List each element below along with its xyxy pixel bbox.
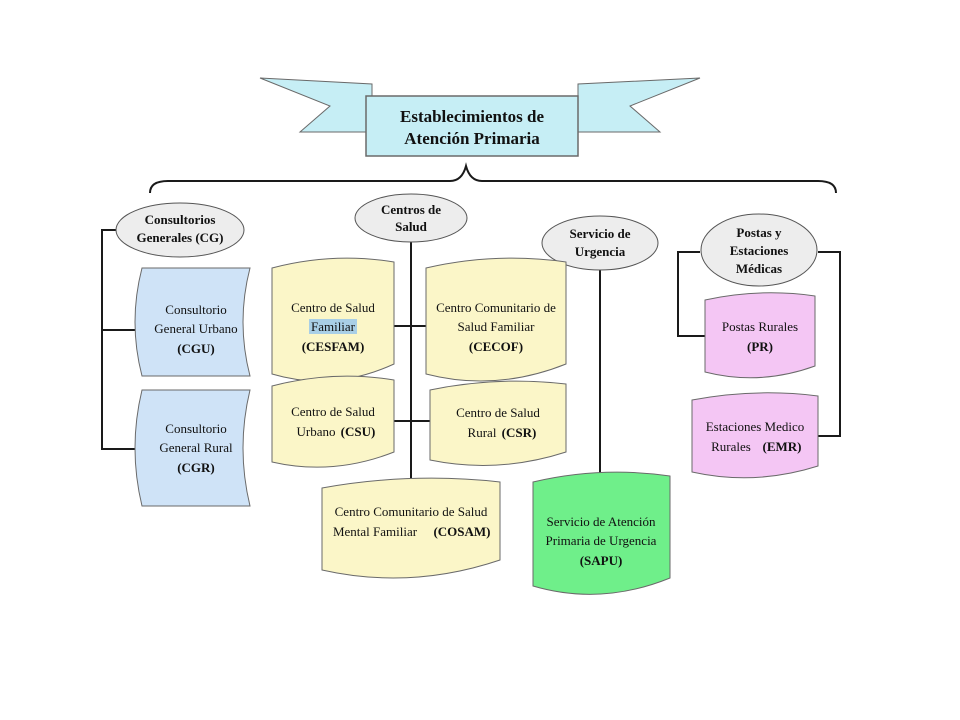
familiar-highlight [309, 319, 357, 334]
top-brace [149, 162, 837, 194]
box-emr-shape [691, 392, 819, 479]
box-cecof-line-2: Salud Familiar [458, 319, 536, 334]
box-csu-line-2: Urbano [297, 424, 336, 439]
box-cosam-abbr: (COSAM) [433, 524, 490, 539]
box-csr: Centro de Salud Rural (CSR) [429, 380, 567, 466]
category-postas-line-3: Médicas [736, 261, 782, 276]
box-pr: Postas Rurales (PR) [704, 292, 816, 379]
centros-connector [394, 240, 430, 490]
box-emr-abbr: (EMR) [763, 439, 802, 454]
box-cecof: Centro Comunitario de Salud Familiar (CE… [425, 257, 567, 382]
box-sapu-shape [532, 471, 671, 595]
category-centros-ellipse [354, 193, 468, 243]
banner-center-box [365, 95, 579, 157]
category-postas-ellipse [700, 213, 818, 287]
title-line-2: Atención Primaria [404, 129, 540, 148]
postas-connector [677, 251, 841, 437]
category-postas-line-1: Postas y [736, 225, 782, 240]
category-centros-line-2: Salud [395, 219, 428, 234]
box-sapu: Servicio de Atención Primaria de Urgenci… [532, 471, 671, 595]
category-postas-line-2: Estaciones [730, 243, 789, 258]
category-cg-ellipse [115, 202, 245, 258]
box-emr: Estaciones Medico Rurales (EMR) [691, 392, 819, 479]
title-banner: Establecimientos de Atención Primaria [259, 77, 701, 157]
box-pr-line-1: Postas Rurales [722, 319, 798, 334]
category-postas: Postas y Estaciones Médicas [700, 213, 818, 287]
banner-left-tail [259, 77, 373, 133]
box-cosam-shape [321, 477, 501, 579]
category-centros: Centros de Salud [354, 193, 468, 243]
box-cesfam-line-1: Centro de Salud [291, 300, 375, 315]
box-cecof-shape [425, 257, 567, 382]
category-cg: Consultorios Generales (CG) [115, 202, 245, 258]
box-sapu-line-2: Primaria de Urgencia [546, 533, 657, 548]
title-line-1: Establecimientos de [400, 107, 544, 126]
category-urgencia: Servicio de Urgencia [541, 215, 659, 271]
banner-right-tail [577, 77, 701, 133]
box-cgr-abbr: (CGR) [177, 460, 215, 475]
box-emr-line-2: Rurales [711, 439, 751, 454]
category-cg-line-2: Generales (CG) [136, 230, 223, 245]
box-cgu-line-2: General Urbano [154, 321, 237, 336]
box-cgr-line-1: Consultorio [165, 421, 226, 436]
box-cosam: Centro Comunitario de Salud Mental Famil… [321, 477, 501, 579]
box-cgu-abbr: (CGU) [177, 341, 215, 356]
box-cgu-shape [134, 267, 251, 377]
box-csu-abbr: (CSU) [341, 424, 376, 439]
box-cgu: Consultorio General Urbano (CGU) [134, 267, 251, 377]
category-urgencia-line-2: Urgencia [575, 244, 626, 259]
box-csu: Centro de Salud Urbano (CSU) [271, 375, 395, 468]
box-sapu-line-1: Servicio de Atención [546, 514, 656, 529]
box-csr-line-2: Rural [468, 425, 497, 440]
box-pr-abbr: (PR) [747, 339, 773, 354]
box-cgr-shape [134, 389, 251, 507]
category-centros-line-1: Centros de [381, 202, 441, 217]
box-cecof-line-1: Centro Comunitario de [436, 300, 556, 315]
category-cg-line-1: Consultorios [145, 212, 216, 227]
box-csu-line-1: Centro de Salud [291, 404, 375, 419]
box-csr-shape [429, 380, 567, 466]
box-emr-line-1: Estaciones Medico [706, 419, 805, 434]
category-urgencia-ellipse [541, 215, 659, 271]
box-csr-line-1: Centro de Salud [456, 405, 540, 420]
box-csr-abbr: (CSR) [502, 425, 537, 440]
box-cesfam-line-2: Familiar [311, 319, 356, 334]
box-cgr-line-2: General Rural [159, 440, 233, 455]
box-cgr: Consultorio General Rural (CGR) [134, 389, 251, 507]
category-urgencia-line-1: Servicio de [569, 226, 630, 241]
box-csu-shape [271, 375, 395, 468]
box-cesfam: Centro de Salud Familiar (CESFAM) [271, 257, 395, 382]
box-sapu-abbr: (SAPU) [580, 553, 623, 568]
box-pr-shape [704, 292, 816, 379]
box-cgu-line-1: Consultorio [165, 302, 226, 317]
box-cosam-line-1: Centro Comunitario de Salud [335, 504, 488, 519]
box-cecof-abbr: (CECOF) [469, 339, 523, 354]
box-cesfam-abbr: (CESFAM) [302, 339, 365, 354]
box-cosam-line-2: Mental Familiar [333, 524, 418, 539]
